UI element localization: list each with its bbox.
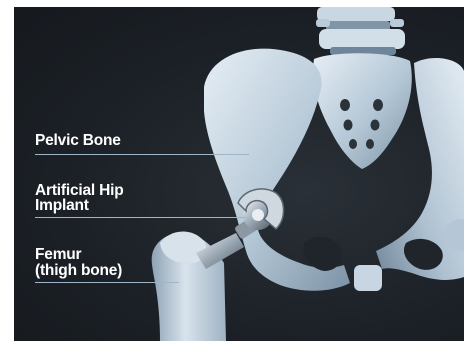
label-pelvic-bone: Pelvic Bone	[35, 133, 121, 148]
leader-line-femur	[35, 282, 179, 283]
leader-line-pelvic-bone	[35, 154, 249, 155]
label-femur-line2: (thigh bone)	[35, 263, 122, 278]
sacrum	[313, 53, 412, 169]
label-femur-line1: Femur	[35, 247, 81, 262]
label-implant-line2: Implant	[35, 198, 89, 213]
lumbar-vertebrae	[316, 7, 405, 55]
left-obturator-foramen	[303, 237, 342, 271]
label-implant-line1: Artificial Hip	[35, 183, 124, 198]
pubic-symphysis	[354, 265, 382, 291]
hip-anatomy-illustration	[14, 7, 464, 341]
leader-line-implant	[35, 217, 245, 218]
hip-illustration-panel: Pelvic Bone Artificial Hip Implant Femur…	[14, 7, 464, 341]
